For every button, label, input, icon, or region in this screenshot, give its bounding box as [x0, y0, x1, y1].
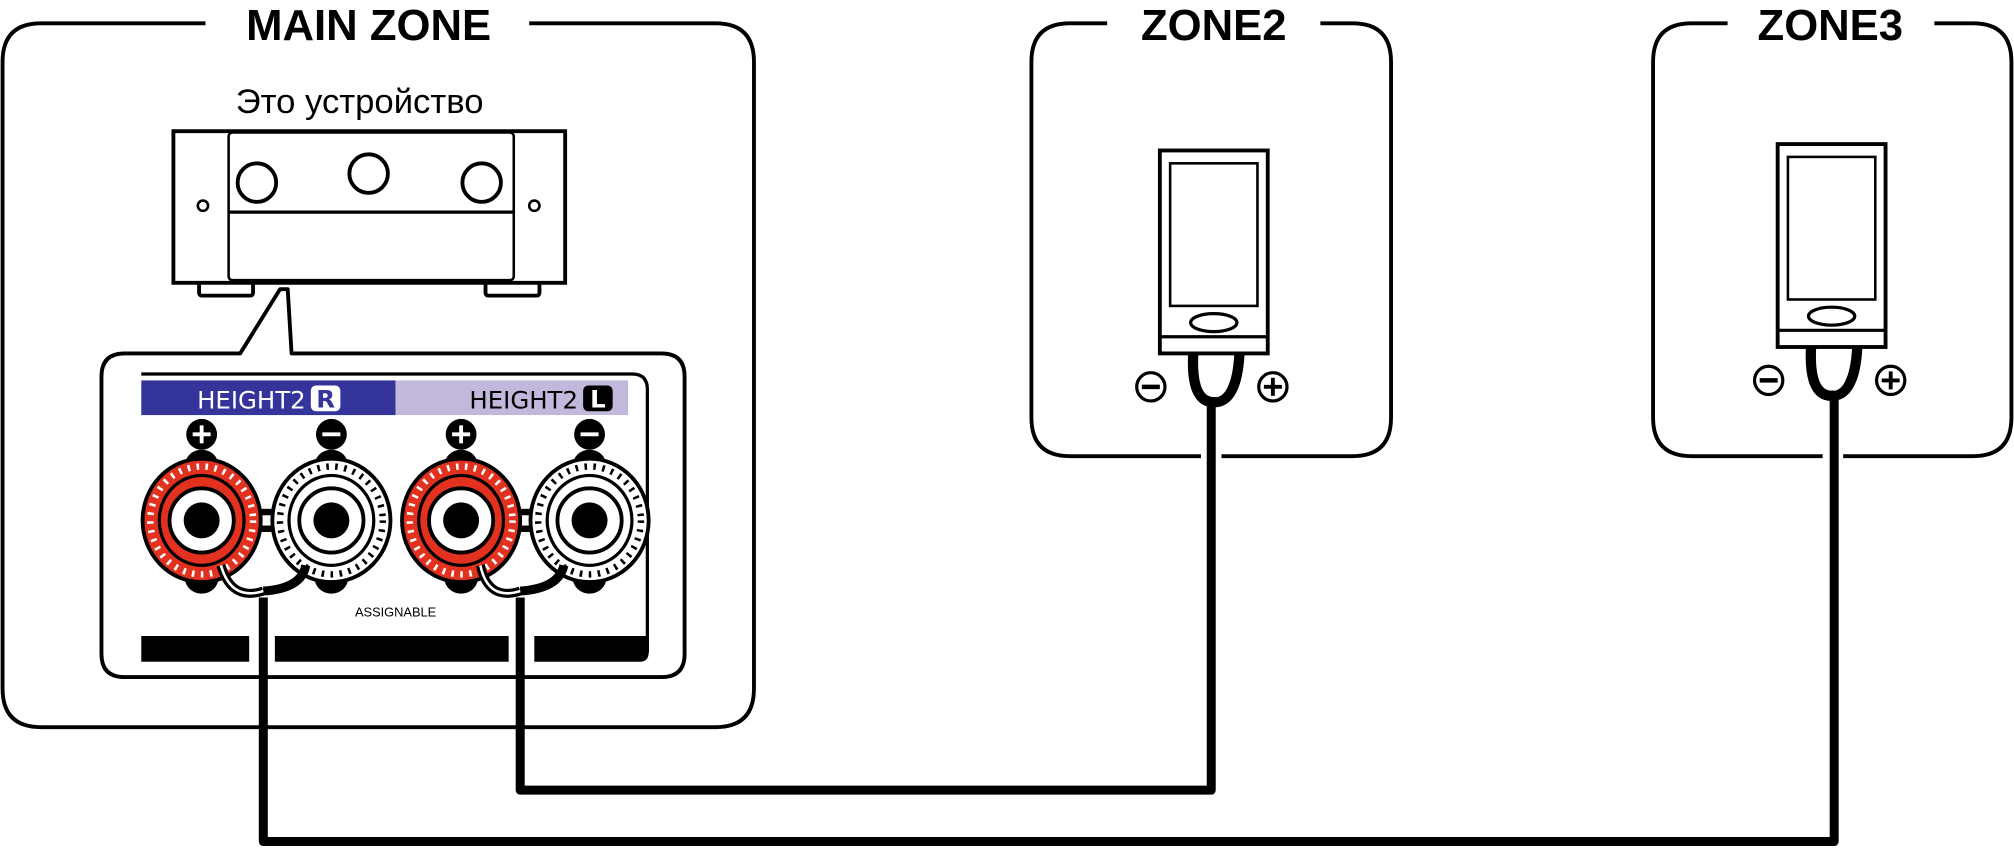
speaker-grille	[1168, 162, 1259, 308]
zone2-frame	[1029, 21, 1393, 459]
r-badge: R	[316, 384, 335, 413]
l-badge: L	[590, 384, 606, 413]
positive-terminal[interactable]	[400, 449, 523, 594]
assignable-label: ASSIGNABLE	[355, 605, 436, 620]
terminal-link-gap	[461, 515, 590, 526]
zone2-speaker-icon	[1135, 148, 1289, 408]
positive-terminal[interactable]	[140, 449, 263, 594]
l-badge-bg	[583, 385, 613, 412]
speaker-wire-stripe	[219, 565, 264, 595]
speaker-wire-stripe	[479, 565, 521, 595]
terminal-hole	[443, 502, 480, 539]
zone2-title: ZONE2	[1141, 1, 1287, 50]
negative-terminal[interactable]	[528, 449, 651, 594]
main-zone-frame	[0, 21, 756, 730]
terminal-link-gap	[201, 515, 332, 526]
speaker-port	[1806, 305, 1857, 327]
receiver-icon	[171, 129, 568, 298]
terminal-hole	[571, 502, 608, 539]
terminal-hole	[313, 502, 350, 539]
terminal-knurl	[276, 463, 386, 578]
height2-r-label: HEIGHT2	[197, 386, 306, 415]
zone3-speaker-cable	[258, 391, 1839, 847]
zone3-title: ZONE3	[1758, 1, 1904, 50]
zone2-speaker-cable	[515, 400, 1216, 795]
height2-r-label-bg	[141, 380, 396, 416]
zone3-frame	[1651, 21, 2014, 459]
zone3-speaker-icon	[1752, 142, 1907, 401]
terminal-knurl	[406, 463, 516, 578]
rear-panel	[141, 372, 649, 653]
speaker-wire-stripe	[1833, 346, 1849, 391]
panel-bottom-bar	[141, 636, 649, 662]
terminal-hole	[183, 502, 220, 539]
height2-l-label: HEIGHT2	[469, 386, 578, 415]
device-label: Это устройство	[236, 83, 484, 121]
terminal-knurl	[534, 463, 645, 578]
main-zone-title: MAIN ZONE	[246, 1, 491, 50]
negative-terminal[interactable]	[270, 449, 393, 594]
r-badge-bg	[310, 385, 341, 412]
speaker-grille	[1786, 155, 1877, 301]
terminal-knurl	[147, 463, 257, 578]
speaker-wire-stripe	[1215, 353, 1232, 398]
speaker-port	[1189, 312, 1239, 334]
